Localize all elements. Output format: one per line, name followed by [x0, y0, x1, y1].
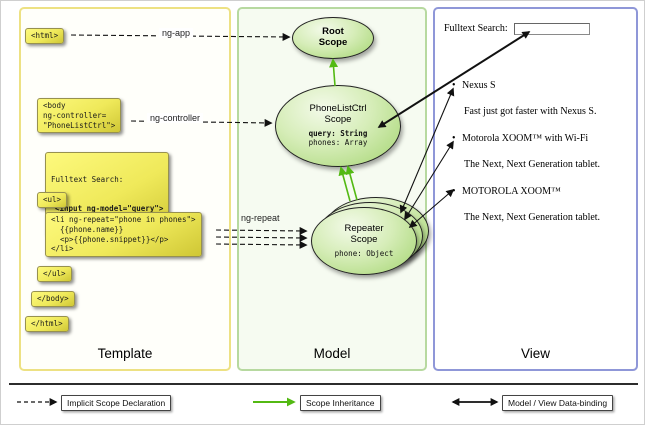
item-snippet: The Next, Next Generation tablet.: [464, 212, 601, 223]
legend-model-view-data-binding: Model / View Data-binding: [502, 395, 614, 411]
phonelistctrl-scope-ellipse: PhoneListCtrl Scope query: String phones…: [275, 85, 401, 167]
code-li-repeat: <li ng-repeat="phone in phones"> {{phone…: [45, 212, 202, 257]
code-html-open: <html>: [25, 28, 65, 44]
code-fulltext-label: Fulltext Search:: [51, 174, 124, 184]
item-name: Motorola XOOM™ with Wi-Fi: [462, 133, 589, 144]
model-panel: [237, 7, 427, 371]
view-panel-title: View: [520, 346, 551, 361]
code-body-close: </body>: [31, 291, 75, 307]
bullet-icon: •: [452, 186, 456, 197]
ng-repeat-label: ng-repeat: [241, 213, 280, 223]
list-item: • Motorola XOOM™ with Wi-Fi The Next, Nex…: [452, 133, 630, 171]
phonelistctrl-query-prop: query: String: [308, 128, 368, 138]
legend-scope-inheritance: Scope Inheritance: [300, 395, 381, 411]
code-ul-close: </ul>: [37, 266, 72, 282]
root-scope-ellipse: Root Scope: [292, 17, 374, 59]
view-content: Fulltext Search: • Nexus S Fast just got …: [444, 21, 630, 239]
item-name: MOTOROLA XOOM™: [462, 186, 561, 197]
code-body-open: <body ng-controller= "PhoneListCtrl">: [37, 98, 122, 134]
ng-app-label: ng-app: [159, 28, 194, 38]
view-list: • Nexus S Fast just got faster with Nexus…: [452, 80, 630, 224]
legend-implicit-scope-declaration: Implicit Scope Declaration: [61, 395, 172, 411]
fulltext-search-input[interactable]: [513, 22, 590, 35]
bullet-icon: •: [452, 80, 456, 91]
item-snippet: The Next, Next Generation tablet.: [464, 159, 601, 170]
item-snippet: Fast just got faster with Nexus S.: [464, 106, 597, 117]
list-item: • Nexus S Fast just got faster with Nexus…: [452, 80, 630, 118]
view-search-row: Fulltext Search:: [444, 21, 630, 36]
template-panel-title: Template: [97, 346, 153, 361]
repeater-phone-prop: phone: Object: [334, 248, 394, 258]
code-html-close: </html>: [25, 316, 69, 332]
root-scope-name: Root Scope: [318, 26, 348, 48]
code-fulltext-input: <input ng-model="query">: [55, 203, 164, 213]
list-item: • MOTOROLA XOOM™ The Next, Next Generatio…: [452, 186, 630, 224]
repeater-scope-name: Repeater Scope: [344, 222, 384, 245]
code-ul-open: <ul>: [37, 192, 68, 208]
repeater-scope-ellipse: Repeater Scope phone: Object: [311, 207, 417, 275]
item-name: Nexus S: [462, 80, 496, 91]
model-panel-title: Model: [313, 346, 351, 361]
ng-controller-label: ng-controller: [147, 113, 204, 123]
phonelistctrl-phones-prop: phones: Array: [308, 138, 368, 148]
view-search-label: Fulltext Search:: [444, 23, 508, 34]
phonelistctrl-scope-name: PhoneListCtrl Scope: [309, 102, 367, 125]
bullet-icon: •: [452, 133, 456, 144]
